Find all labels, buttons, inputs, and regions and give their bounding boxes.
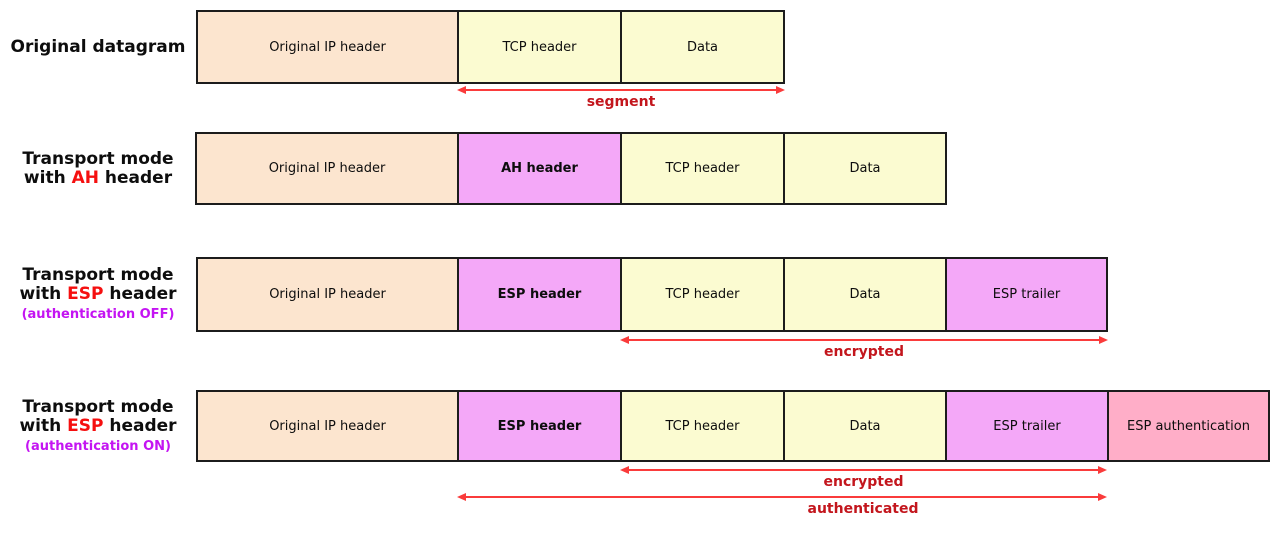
row-label-text: AH [71, 167, 99, 188]
arrow-label-encrypted: encrypted [823, 474, 904, 490]
arrow-encrypted [620, 466, 1107, 474]
box-esp-header: ESP header [457, 257, 620, 332]
arrow-authenticated [457, 493, 1107, 501]
box-label: TCP header [665, 161, 740, 176]
arrow-segment [457, 86, 785, 94]
box-label: Original IP header [268, 161, 386, 176]
box-label: ESP header [497, 418, 582, 434]
row-label-text: header [103, 284, 177, 304]
box-ah-header: AH header [457, 132, 620, 205]
box-label: AH header [501, 161, 578, 176]
box-original-ip-header: Original IP header [195, 132, 457, 205]
box-data: Data [783, 257, 945, 332]
arrow-label-authenticated: authenticated [807, 501, 919, 517]
box-label: Data [686, 39, 719, 55]
box-label: ESP authentication [1127, 418, 1250, 434]
box-tcp-header: TCP header [620, 390, 783, 462]
arrow-label-encrypted: encrypted [823, 344, 905, 360]
arrow-encrypted [620, 336, 1108, 344]
box-data: Data [620, 10, 785, 84]
row-label-line: (authentication OFF) [22, 306, 175, 323]
box-esp-authentication: ESP authentication [1107, 390, 1270, 462]
box-tcp-header: TCP header [457, 10, 620, 84]
box-tcp-header: TCP header [620, 257, 783, 332]
box-esp-trailer: ESP trailer [945, 390, 1107, 462]
arrow-label-segment: segment [586, 94, 656, 110]
row-label-text: header [103, 415, 177, 436]
box-original-ip-header: Original IP header [196, 10, 457, 84]
box-label: Data [849, 418, 881, 434]
box-label: ESP trailer [993, 418, 1061, 434]
row-label-text: Original datagram [10, 36, 186, 57]
row-label-line: Transport mode [22, 266, 173, 285]
row-label-original-datagram: Original datagram [0, 10, 196, 84]
box-label: Original IP header [269, 418, 386, 434]
row-label-line: Transport mode [22, 148, 174, 169]
box-label: Data [849, 287, 881, 302]
row-label-line: (authentication ON) [25, 438, 171, 455]
row-label-text: with [19, 415, 68, 436]
box-label: ESP header [497, 287, 582, 302]
row-label-text: ESP [67, 415, 104, 436]
box-label: TCP header [665, 287, 740, 302]
row-label-text: with [19, 284, 68, 304]
box-tcp-header: TCP header [620, 132, 783, 205]
box-esp-header: ESP header [457, 390, 620, 462]
box-label: TCP header [665, 418, 740, 434]
box-original-ip-header: Original IP header [196, 390, 457, 462]
box-data: Data [783, 390, 945, 462]
row-label-text: header [98, 167, 173, 188]
row-label-text: Transport mode [22, 265, 174, 285]
row-label-text: with [23, 167, 72, 188]
row-label-line: with ESP header [19, 285, 176, 304]
box-label: Original IP header [269, 287, 386, 302]
row-label-text: ESP [67, 284, 104, 304]
row-label-line: Transport mode [22, 396, 174, 417]
box-label: TCP header [502, 39, 577, 55]
box-data: Data [783, 132, 947, 205]
row-label-text: Transport mode [22, 396, 174, 417]
row-label-line: with ESP header [19, 415, 177, 436]
row-label-text: (authentication ON) [25, 438, 171, 454]
box-original-ip-header: Original IP header [196, 257, 457, 332]
row-label-text: (authentication OFF) [21, 307, 175, 322]
box-esp-trailer: ESP trailer [945, 257, 1108, 332]
row-label-line: Original datagram [10, 36, 186, 57]
row-label-line: with AH header [23, 167, 173, 188]
box-label: Original IP header [269, 39, 386, 55]
box-label: Data [849, 161, 881, 176]
row-label-text: Transport mode [22, 148, 174, 169]
box-label: ESP trailer [992, 287, 1061, 302]
